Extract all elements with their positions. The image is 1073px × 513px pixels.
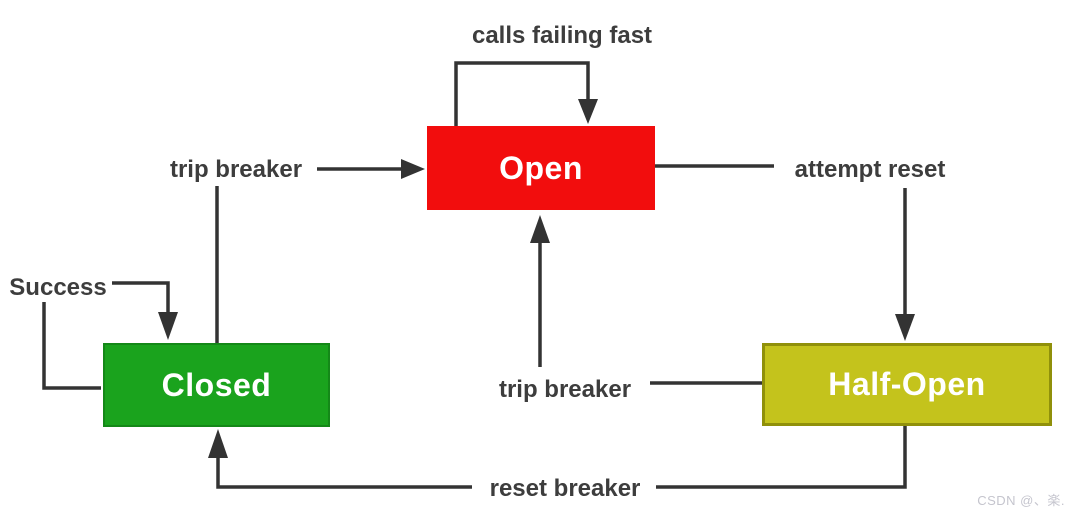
arrowhead-into-open-left — [401, 159, 425, 179]
state-label-closed: Closed — [161, 366, 272, 403]
connector-success-right-arm — [112, 281, 170, 314]
connector-open-self-loop — [454, 61, 590, 126]
arrowhead-open-self-loop — [578, 99, 598, 124]
arrowhead-into-closed-bottom — [208, 429, 228, 458]
state-box-open: Open — [427, 126, 655, 210]
state-label-open: Open — [499, 149, 583, 186]
arrowhead-into-half-open-top — [895, 314, 915, 341]
transition-label-trip-breaker-mid: trip breaker — [498, 376, 632, 403]
transition-label-trip-breaker-left: trip breaker — [169, 156, 303, 183]
transition-label-calls-failing-fast: calls failing fast — [471, 22, 653, 49]
state-box-closed: Closed — [103, 343, 330, 427]
connector-success-left-arm — [42, 302, 101, 390]
csdn-watermark: CSDN @、楽. — [977, 493, 1065, 508]
transition-label-attempt-reset: attempt reset — [794, 156, 946, 183]
transition-label-reset-breaker: reset breaker — [484, 475, 646, 503]
arrowhead-into-open-bottom — [530, 215, 550, 243]
state-label-half-open: Half-Open — [828, 366, 986, 402]
connector-half-open-to-reset-label — [656, 426, 907, 489]
arrowhead-into-closed-top — [158, 312, 178, 340]
state-box-half-open: Half-Open — [762, 343, 1052, 426]
transition-label-success: Success — [9, 274, 107, 301]
connector-reset-label-to-closed — [216, 458, 472, 489]
